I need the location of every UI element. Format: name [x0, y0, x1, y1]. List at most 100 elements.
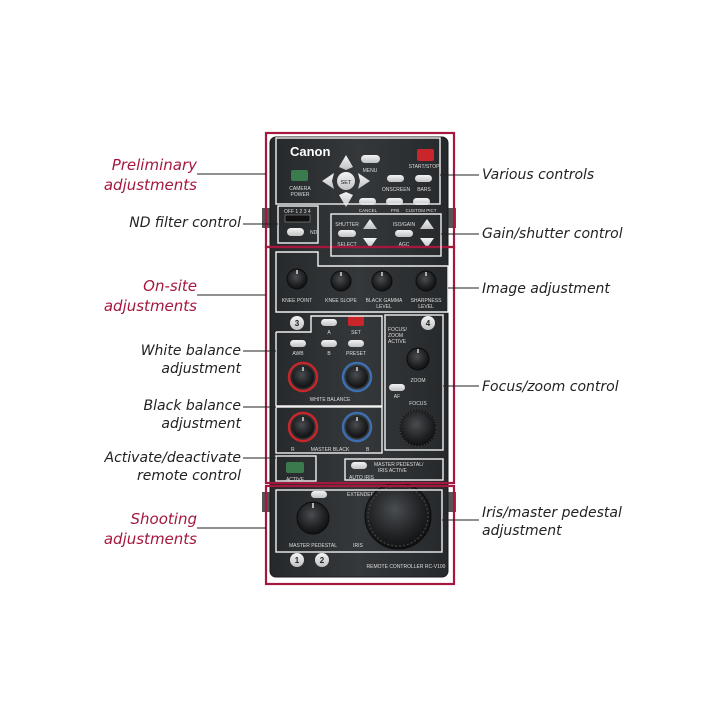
- callout-wb-line2: adjustment: [161, 361, 241, 377]
- badge-1-label: 1: [295, 556, 300, 565]
- assign-button-3[interactable]: [290, 316, 304, 330]
- wb-a-label: A: [327, 330, 331, 336]
- group-outlines: [275, 137, 449, 553]
- iso-gain-label: ISO/GAIN: [393, 222, 416, 228]
- zoom-knob[interactable]: [406, 347, 430, 371]
- mb-r-knob[interactable]: [292, 416, 314, 438]
- camera-power-button[interactable]: [291, 170, 308, 181]
- wb-b-knob[interactable]: [346, 366, 368, 388]
- af-label: AF: [394, 394, 400, 400]
- mb-r-label: R: [291, 447, 295, 453]
- master-pedestal-label: MASTER PEDESTAL: [289, 543, 337, 549]
- shutter-label: SHUTTER: [335, 222, 359, 228]
- callout-various-controls: Various controls: [482, 167, 595, 183]
- sharpness-knob[interactable]: [415, 270, 437, 292]
- awb-button[interactable]: [290, 340, 306, 347]
- knee-slope-label: KNEE SLOPE: [325, 298, 357, 304]
- callout-nd-line1: ND filter control: [129, 215, 241, 231]
- shutter-up-button[interactable]: [363, 219, 377, 229]
- arrow-left-button[interactable]: [322, 173, 334, 189]
- section-onsite-line2: adjustments: [103, 297, 197, 315]
- mount-tab: [448, 492, 456, 512]
- nd-button[interactable]: [287, 228, 304, 236]
- custom-pict-label: CUSTOM PICT: [406, 208, 437, 213]
- focus-zoom-active-2: ZOOM: [388, 333, 403, 339]
- menu-button[interactable]: [361, 155, 380, 163]
- knee-slope-knob[interactable]: [330, 270, 352, 292]
- cancel-button[interactable]: [359, 198, 376, 205]
- set-button-label: SET: [341, 180, 352, 186]
- master-black-label: MASTER BLACK: [311, 447, 350, 453]
- extender-button[interactable]: [311, 491, 327, 498]
- wb-b-ring: [341, 361, 373, 393]
- preset-label: PRESET: [346, 351, 366, 357]
- section-shooting-line2: adjustments: [103, 530, 197, 548]
- wb-a-button[interactable]: [321, 319, 337, 326]
- black-gamma-knob[interactable]: [371, 270, 393, 292]
- arrow-right-button[interactable]: [358, 173, 370, 189]
- preset-button[interactable]: [348, 340, 364, 347]
- badge-4-label: 4: [426, 319, 431, 328]
- camera-power-label-1: CAMERA: [289, 186, 311, 192]
- black-gamma-label-1: BLACK GAMMA: [366, 298, 403, 304]
- badge-2-label: 2: [320, 556, 325, 565]
- section-preliminary: Preliminary adjustments: [60, 155, 197, 195]
- mb-b-knob[interactable]: [346, 416, 368, 438]
- wb-r-knob[interactable]: [292, 366, 314, 388]
- callout-wb-line1: White balance: [140, 343, 241, 359]
- ffb-button[interactable]: [386, 198, 403, 205]
- extender-label: EXTENDER: [347, 492, 375, 498]
- callout-iris: Iris/master pedestal adjustment: [482, 504, 622, 540]
- start-stop-button[interactable]: [417, 149, 434, 161]
- iris-label: IRIS: [353, 543, 363, 549]
- wb-set-button[interactable]: [348, 316, 364, 326]
- auto-iris-button[interactable]: [351, 462, 367, 469]
- assign-button-2[interactable]: [315, 553, 329, 567]
- wb-b-label: B: [327, 351, 331, 357]
- assign-button-1[interactable]: [290, 553, 304, 567]
- master-pedestal-knob[interactable]: [296, 501, 330, 535]
- zoom-label: ZOOM: [411, 378, 426, 384]
- callout-iris-line1: Iris/master pedestal: [482, 505, 622, 521]
- agc-button[interactable]: [395, 230, 413, 237]
- section-shooting: Shooting adjustments: [60, 509, 197, 549]
- arrow-down-button[interactable]: [339, 192, 353, 207]
- callout-remote-line1: Activate/deactivate: [104, 450, 241, 466]
- section-frames: [264, 131, 456, 586]
- onscreen-button[interactable]: [387, 175, 404, 182]
- shutter-down-button[interactable]: [363, 238, 377, 248]
- mb-r-ring: [287, 411, 319, 443]
- callout-remote: Activate/deactivate remote control: [70, 449, 241, 485]
- knob-grip: [399, 409, 437, 447]
- active-button[interactable]: [286, 462, 304, 473]
- auto-iris-label: AUTO IRIS: [349, 475, 375, 481]
- arrow-up-button[interactable]: [339, 155, 353, 170]
- sharpness-label-2: LEVEL: [418, 304, 434, 310]
- shutter-select-button[interactable]: [338, 230, 356, 237]
- bars-button[interactable]: [415, 175, 432, 182]
- assign-button-4[interactable]: [421, 316, 435, 330]
- callout-remote-line2: remote control: [137, 468, 241, 484]
- callout-black-balance: Black balance adjustment: [70, 397, 241, 433]
- mount-tab: [448, 208, 456, 228]
- onscreen-label: ONSCREEN: [382, 187, 411, 193]
- af-button[interactable]: [389, 384, 405, 391]
- gain-down-button[interactable]: [420, 238, 434, 248]
- wb-r-ring: [287, 361, 319, 393]
- knee-point-knob[interactable]: [286, 268, 308, 290]
- gain-up-button[interactable]: [420, 219, 434, 229]
- iris-dial[interactable]: [364, 482, 432, 550]
- focus-label: FOCUS: [409, 401, 427, 407]
- callout-bb-line1: Black balance: [143, 398, 241, 414]
- callout-bb-line2: adjustment: [161, 416, 241, 432]
- agc-label: AGC: [399, 242, 410, 248]
- mb-b-ring: [341, 411, 373, 443]
- focus-zoom-active-1: FOCUS/: [388, 327, 408, 333]
- mp-iris-active-1: MASTER PEDESTAL/: [374, 462, 424, 468]
- custom-pict-button[interactable]: [413, 198, 430, 205]
- black-gamma-label-2: LEVEL: [376, 304, 392, 310]
- mp-iris-active-2: IRIS ACTIVE: [378, 468, 408, 474]
- wb-b-button[interactable]: [321, 340, 337, 347]
- set-button[interactable]: [337, 172, 355, 190]
